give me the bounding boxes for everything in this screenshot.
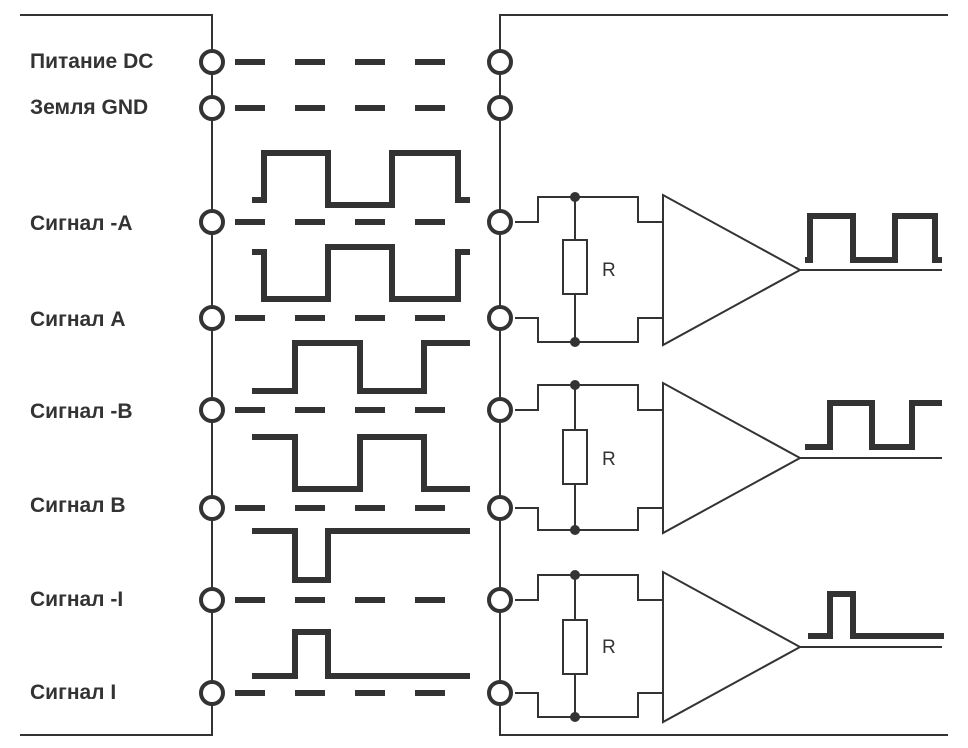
- terminal-sig-a-neg-right: [487, 209, 513, 235]
- receiver-channel-b: [515, 381, 942, 535]
- terminal-sig-a-left: [199, 305, 225, 331]
- terminal-gnd-left: [199, 95, 225, 121]
- resistor-i: [562, 619, 588, 675]
- terminal-sig-i-neg-left: [199, 587, 225, 613]
- label-gnd: Земля GND: [30, 96, 149, 119]
- amplifier-a: [662, 193, 803, 347]
- resistor-label-b: R: [602, 449, 616, 470]
- output-waveform-i: [808, 591, 944, 639]
- resistor-label-a: R: [602, 260, 616, 281]
- terminal-gnd-right: [487, 95, 513, 121]
- terminal-sig-i-neg-right: [487, 587, 513, 613]
- terminal-sig-b-neg-left: [199, 397, 225, 423]
- waveform-b: [252, 434, 470, 492]
- input-waveforms: [252, 150, 470, 679]
- terminal-sig-i-right: [487, 680, 513, 706]
- resistor-label-i: R: [602, 637, 616, 658]
- dashed-connection-lines: [235, 59, 475, 696]
- left-terminals: [199, 49, 225, 706]
- resistor-a: [562, 239, 588, 295]
- label-sig-a: Сигнал A: [30, 308, 126, 331]
- output-waveform-b: [805, 400, 942, 450]
- receiver-channel-i: [515, 570, 942, 724]
- label-sig-i-neg: Сигнал -I: [30, 588, 124, 611]
- output-waveform-a: [805, 213, 942, 263]
- terminal-sig-i-left: [199, 680, 225, 706]
- terminal-sig-b-left: [199, 495, 225, 521]
- label-sig-i: Сигнал I: [30, 681, 117, 704]
- label-sig-a-neg: Сигнал -A: [30, 212, 133, 235]
- label-sig-b: Сигнал B: [30, 494, 126, 517]
- terminal-sig-b-neg-right: [487, 397, 513, 423]
- waveform-a-neg: [252, 150, 470, 208]
- left-device-box: [20, 14, 213, 736]
- waveform-b-neg: [252, 340, 470, 394]
- waveform-i-neg: [252, 528, 470, 583]
- waveform-i: [252, 629, 470, 679]
- waveform-a: [252, 244, 470, 302]
- label-sig-b-neg: Сигнал -B: [30, 400, 133, 423]
- terminal-dc-left: [199, 49, 225, 75]
- receiver-channel-a: [515, 193, 942, 347]
- terminal-sig-a-right: [487, 305, 513, 331]
- terminal-sig-b-right: [487, 495, 513, 521]
- amplifier-i: [662, 570, 803, 724]
- output-waveforms: [805, 213, 944, 639]
- label-dc: Питание DC: [30, 50, 154, 73]
- resistor-b: [562, 429, 588, 485]
- terminal-dc-right: [487, 49, 513, 75]
- amplifier-b: [662, 381, 803, 535]
- junction-dots: [570, 192, 580, 722]
- right-device-box: [499, 14, 948, 736]
- terminal-sig-a-neg-left: [199, 209, 225, 235]
- right-terminals: [487, 49, 513, 706]
